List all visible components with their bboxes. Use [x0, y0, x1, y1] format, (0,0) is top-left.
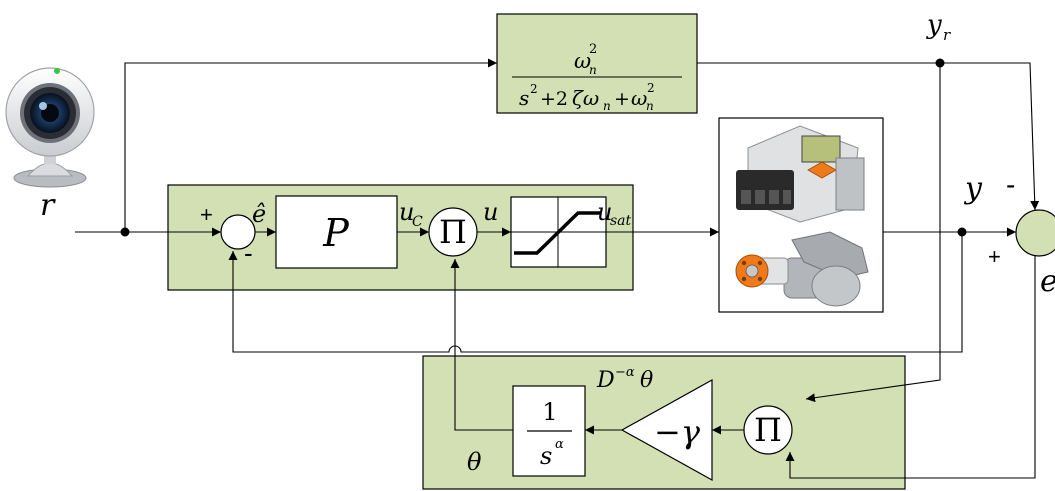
integrator-denominator: s: [540, 442, 552, 470]
saturation-block: [510, 196, 607, 268]
signal-usat-label: u: [597, 198, 612, 226]
signal-uc-subscript: C: [412, 214, 423, 230]
product-block-2: [743, 405, 793, 455]
signal-D-label: D: [596, 368, 615, 393]
sum1-plus-sign: +: [200, 202, 213, 227]
signal-yr-label: y: [926, 10, 942, 40]
signal-yr-subscript: r: [943, 26, 951, 44]
junction-r: [120, 227, 130, 237]
signal-r-label: r: [40, 188, 56, 223]
signal-D-theta: θ: [640, 368, 653, 393]
ref-den-s: s: [519, 86, 529, 110]
controller-P-block: [275, 195, 398, 269]
integrator-exponent: α: [555, 437, 564, 452]
controller-P-label: P: [322, 211, 350, 255]
signal-ehat-label: ê: [252, 200, 266, 228]
junction-yr: [935, 58, 945, 68]
signal-u-label: u: [483, 198, 498, 226]
signal-wires: [75, 58, 1040, 479]
product-block-1: [428, 207, 478, 257]
ref-den-s-sup: 2: [530, 82, 538, 96]
ref-den-plus2: +: [614, 88, 630, 110]
integrator-block: 1 s α: [512, 385, 586, 477]
summing-junction-1: [220, 214, 256, 250]
reference-model-transfer-function: ω n 2 s 2 +2 ζω n + ω n 2: [512, 42, 682, 113]
summing-junction-2: [1015, 209, 1055, 257]
signal-usat-subscript: sat: [610, 213, 632, 229]
ref-numerator-sub: n: [589, 63, 597, 77]
webcam-icon: [5, 67, 95, 188]
gain-block: [620, 378, 713, 482]
ref-numerator-sup: 2: [589, 42, 597, 57]
gain-label: −γ: [654, 413, 701, 451]
reference-model-block: [496, 13, 698, 114]
wire-r-to-reference-model: [124, 58, 497, 232]
wire-theta-to-product: [450, 259, 513, 431]
wire-e-to-adaptation-product: [785, 256, 1036, 479]
ref-den-omega-sub: n: [646, 99, 654, 113]
signal-y-label: y: [963, 171, 983, 206]
ref-den-zeta: ζω: [572, 86, 599, 110]
sum2-minus-sign: -: [1006, 169, 1015, 200]
wire-yr-to-sum2: [697, 62, 1040, 211]
product-symbol-1: Π: [439, 213, 467, 251]
lego-nxt-brick-and-motor-icon: [718, 117, 884, 313]
integrator-numerator: 1: [542, 398, 557, 426]
junction-y: [957, 227, 967, 237]
ref-den-omega-sup: 2: [647, 81, 655, 95]
ref-den-zeta-sub: n: [603, 99, 611, 113]
signal-uc-label: u: [399, 198, 414, 226]
signal-e-label: e: [1040, 264, 1055, 299]
ref-den-plus1: +2: [540, 88, 568, 110]
ref-den-omega: ω: [631, 86, 647, 110]
product-symbol-2: Π: [754, 411, 782, 449]
wire-yr-to-adaptation-product: [805, 63, 941, 403]
sum2-plus-sign: +: [988, 244, 1001, 269]
sum1-minus-sign: -: [244, 238, 253, 268]
ref-numerator-omega: ω: [574, 49, 591, 73]
signal-theta-label: θ: [467, 448, 482, 476]
signal-D-exponent: −α: [615, 365, 635, 380]
